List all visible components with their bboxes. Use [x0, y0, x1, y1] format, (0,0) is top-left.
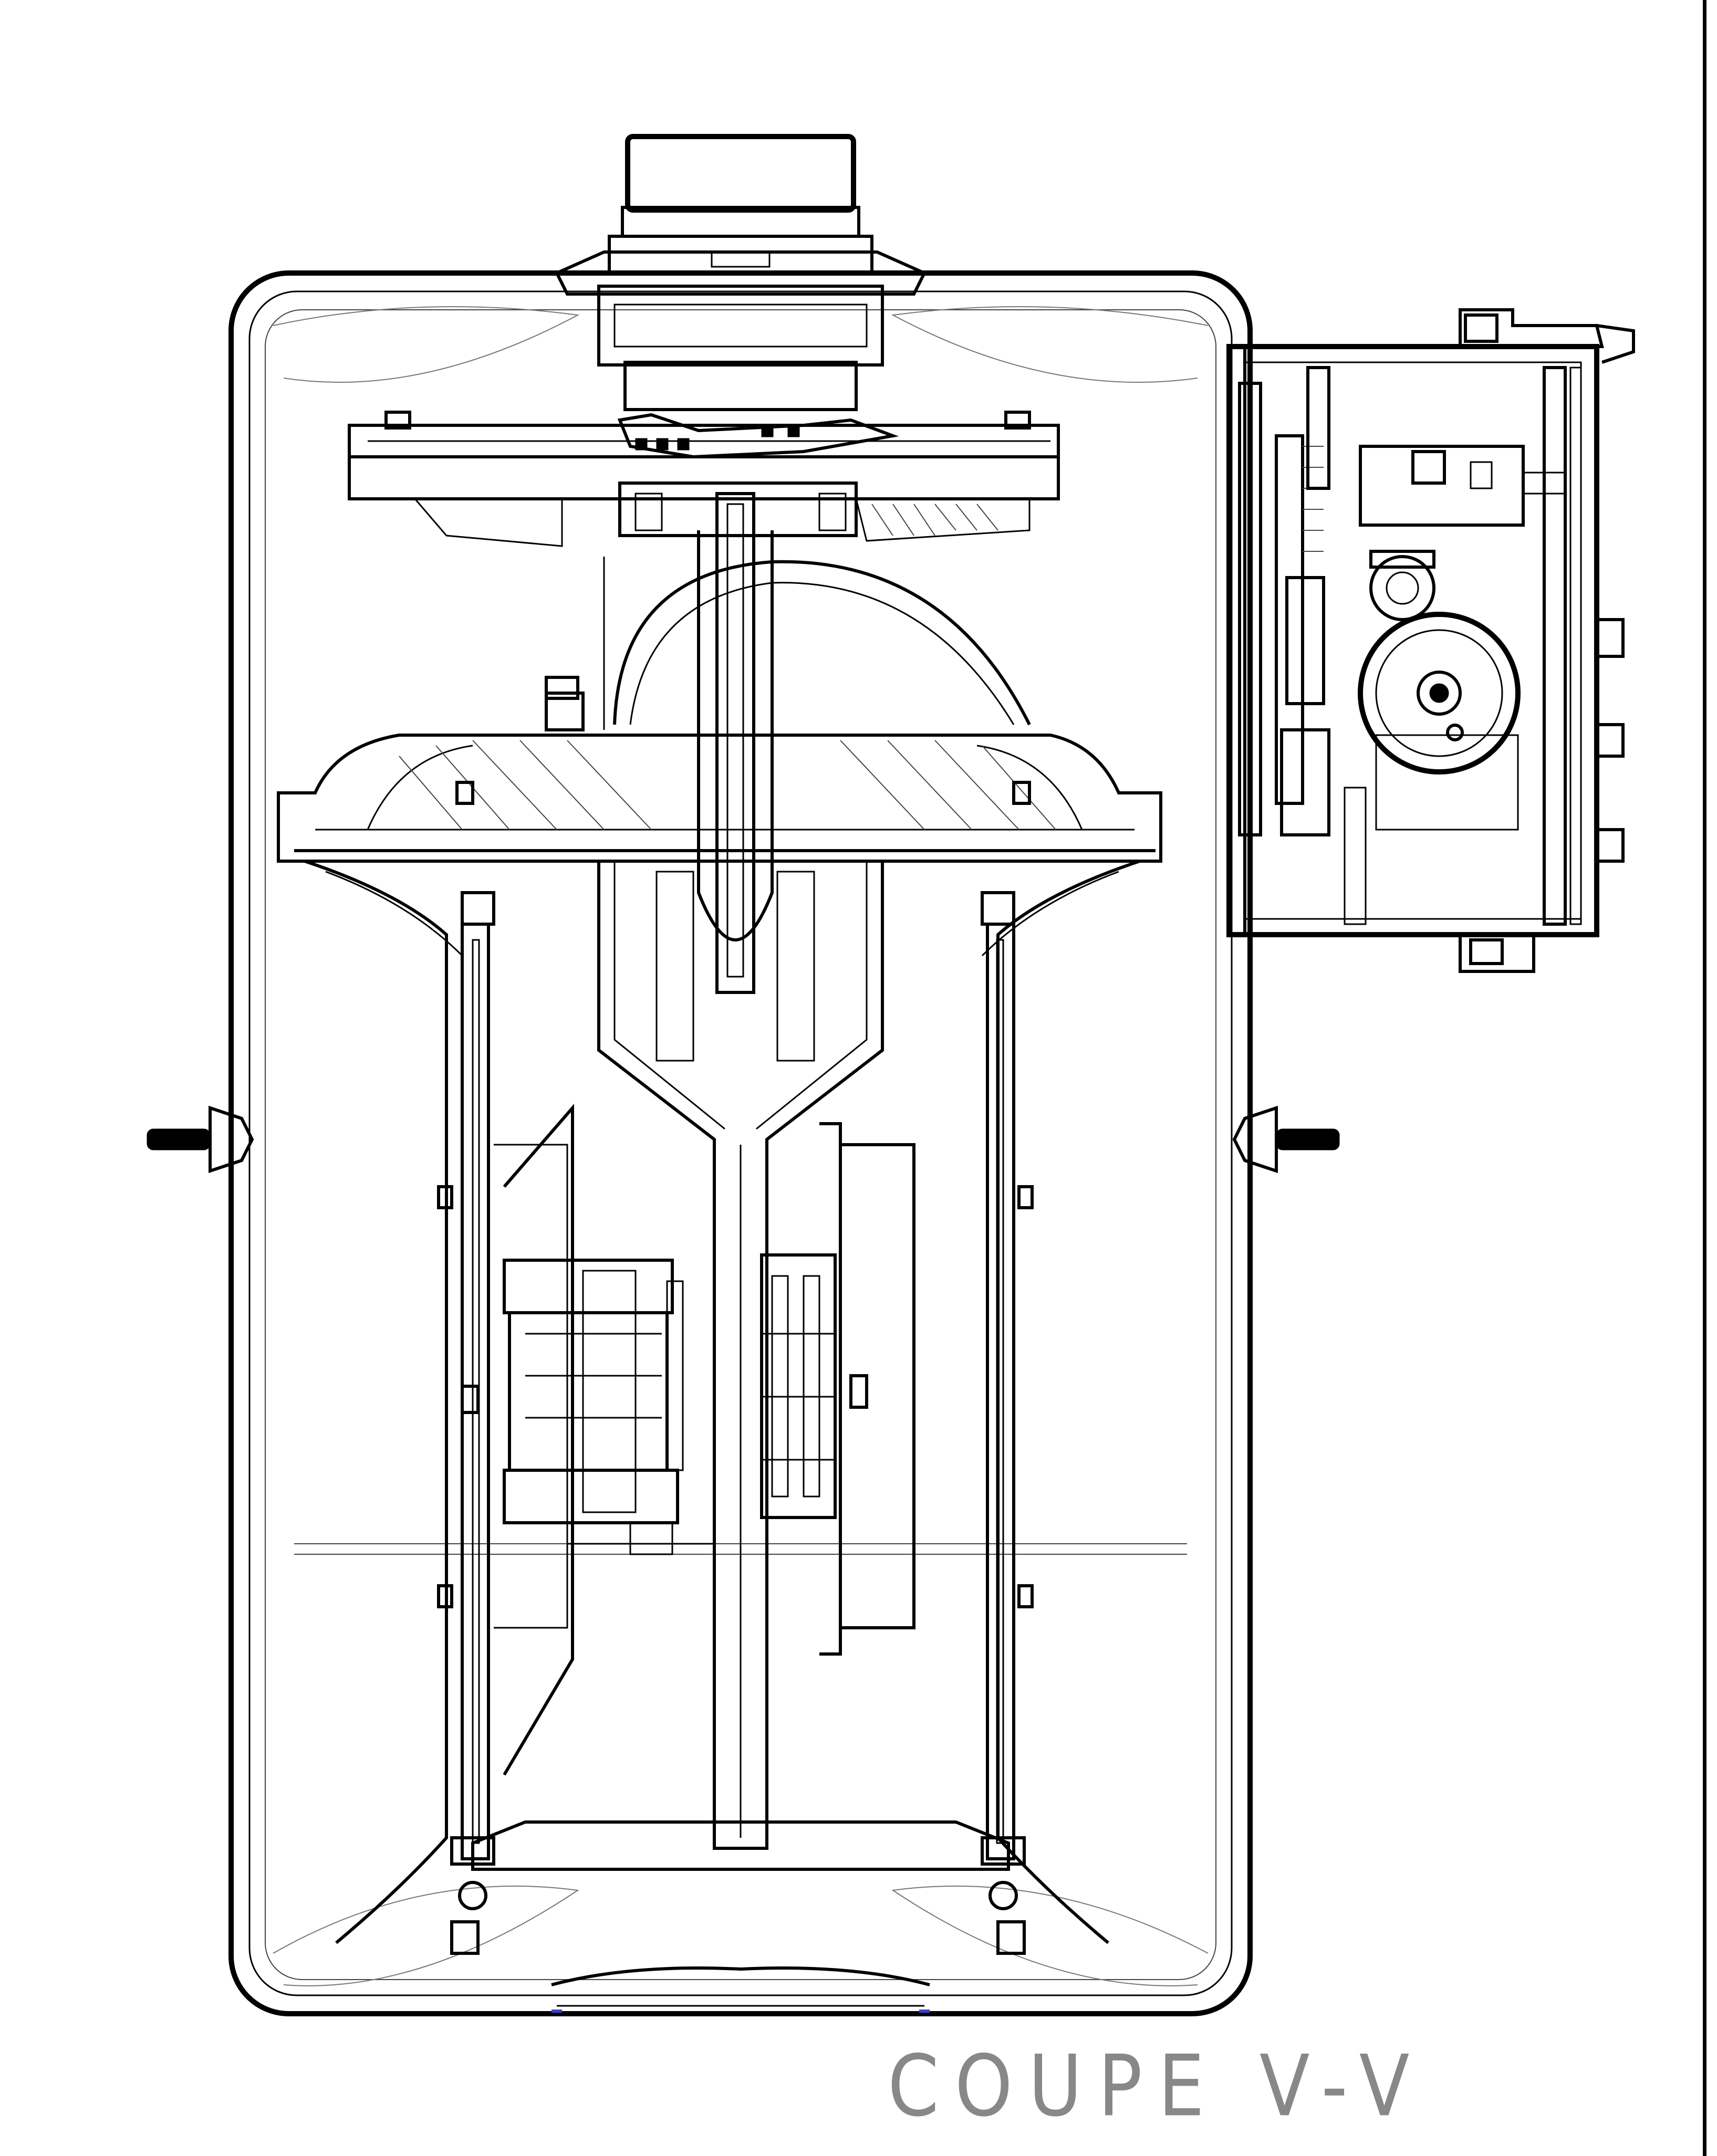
sheet-border-line [1703, 0, 1706, 2156]
bottom-cap [551, 1966, 930, 2013]
middle-plate [277, 734, 1162, 863]
right-stud [1232, 1105, 1340, 1174]
left-stud [147, 1105, 254, 1174]
upper-flange [348, 411, 1060, 547]
y-support [471, 861, 1010, 1871]
central-shaft [545, 482, 1031, 994]
top-cap [554, 134, 927, 411]
left-impeller [304, 860, 714, 1955]
flange-bolts [455, 676, 1031, 805]
section-label: COUPE V-V [888, 2037, 1425, 2136]
right-impeller [437, 860, 1140, 1955]
side-gearbox [1226, 308, 1635, 973]
